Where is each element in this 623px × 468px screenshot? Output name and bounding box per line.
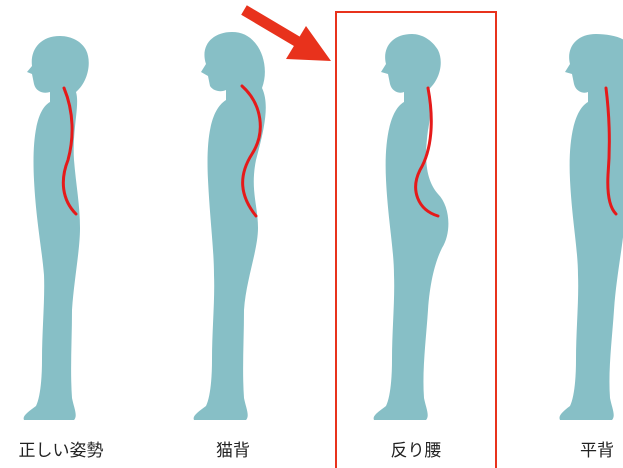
body-silhouette (374, 34, 449, 420)
body-silhouette (559, 34, 623, 420)
caption-swayback: 反り腰 (391, 436, 442, 461)
caption-flat-back: 平背 (580, 436, 614, 461)
caption-correct-posture: 正しい姿勢 (19, 436, 104, 461)
figure-correct-posture (24, 36, 89, 420)
body-silhouette (194, 32, 266, 420)
figure-flat-back (559, 34, 623, 420)
body-silhouette (24, 36, 89, 420)
figure-swayback (374, 34, 449, 420)
caption-rounded-back: 猫背 (216, 436, 250, 461)
figure-rounded-back (194, 32, 266, 420)
